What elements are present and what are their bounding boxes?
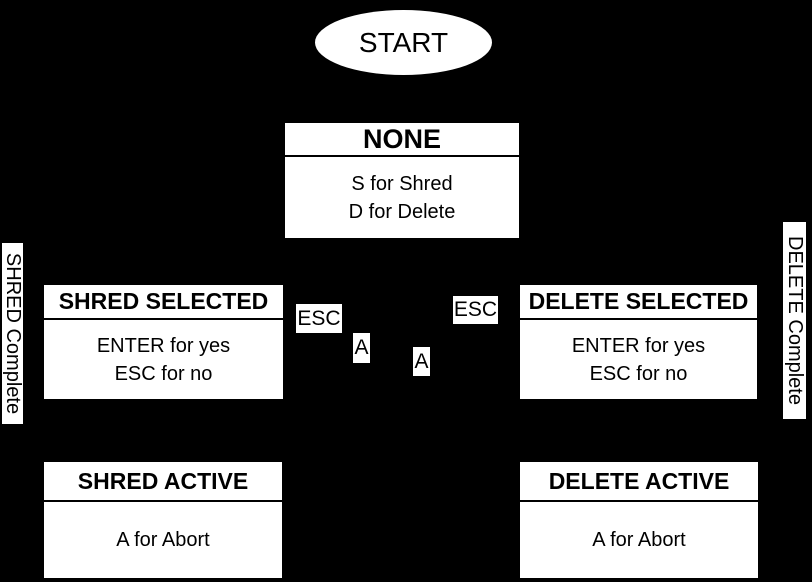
state-body-none: S for Shred D for Delete (285, 157, 519, 238)
state-title-shred-selected: SHRED SELECTED (44, 285, 283, 320)
state-node-delete-active: DELETE ACTIVE A for Abort (520, 462, 758, 578)
state-node-shred-selected: SHRED SELECTED ENTER for yes ESC for no (44, 285, 283, 399)
edge-label-a-right: A (413, 347, 430, 376)
state-body-line: ESC for no (589, 362, 688, 385)
edge-label-esc-left: ESC (296, 304, 342, 333)
side-label-shred-complete: SHRED Complete (2, 243, 24, 424)
state-body-line: D for Delete (348, 200, 456, 223)
state-body-shred-active: A for Abort (44, 502, 282, 578)
state-body-line: A for Abort (592, 529, 686, 551)
state-node-none: NONE S for Shred D for Delete (285, 123, 519, 238)
state-body-delete-selected: ENTER for yes ESC for no (520, 320, 757, 399)
start-node-label: START (358, 26, 449, 58)
edge-label-esc-right: ESC (453, 296, 498, 324)
state-node-shred-active: SHRED ACTIVE A for Abort (44, 462, 282, 578)
state-body-line: A for Abort (116, 529, 210, 551)
start-node: START (315, 10, 492, 75)
state-body-shred-selected: ENTER for yes ESC for no (44, 320, 283, 399)
state-title-shred-active: SHRED ACTIVE (44, 462, 282, 502)
state-body-line: ENTER for yes (96, 334, 231, 357)
state-body-line: ESC for no (114, 362, 213, 385)
state-body-line: ENTER for yes (571, 334, 706, 357)
state-title-delete-active: DELETE ACTIVE (520, 462, 758, 502)
state-title-none: NONE (285, 123, 519, 157)
state-title-delete-selected: DELETE SELECTED (520, 285, 757, 320)
state-body-line: S for Shred (351, 172, 453, 195)
state-node-delete-selected: DELETE SELECTED ENTER for yes ESC for no (520, 285, 757, 399)
state-body-delete-active: A for Abort (520, 502, 758, 578)
edge-label-a-left: A (353, 333, 370, 363)
side-label-delete-complete: DELETE Complete (783, 222, 806, 419)
